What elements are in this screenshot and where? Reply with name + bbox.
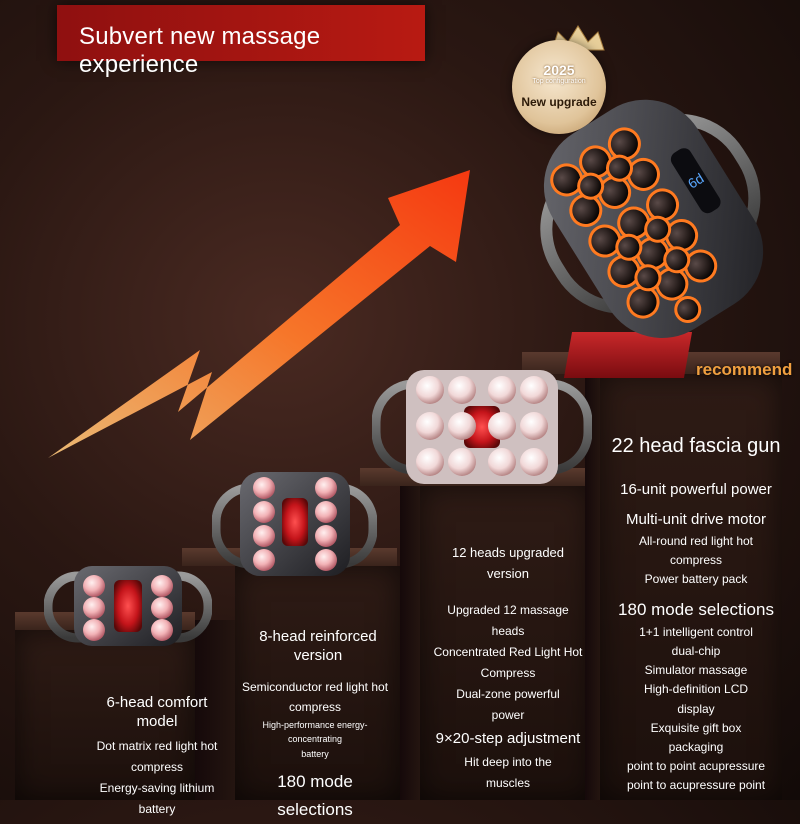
tier3-feature: Upgraded 12 massage: [447, 603, 569, 617]
tier3-title-line2: version: [487, 566, 529, 582]
badge-year: 2025: [543, 62, 575, 78]
pedestal-1-side: [195, 620, 235, 800]
tier2-title-line1: 8-head reinforced: [259, 628, 377, 645]
tier3-title-line1: 12 heads upgraded: [451, 545, 565, 560]
headline-banner: Subvert new massage experience: [57, 5, 425, 78]
tier2-title-line2: version: [293, 646, 343, 664]
tier1-title-line2: model: [136, 712, 178, 730]
twenty-two-head-massager: 6d: [540, 99, 764, 338]
eight-head-massager: [212, 472, 377, 576]
tier1-features: Dot matrix red light hot compress Energy…: [82, 736, 232, 820]
tier4-feature: 1+1 intelligent control: [639, 624, 753, 639]
tier2-feature: Semiconductor red light hot: [241, 680, 389, 694]
upgrade-badge: 2025 Top configuration New upgrade: [512, 40, 606, 134]
tier1-feature: Dot matrix red light hot: [96, 739, 218, 753]
tier3-feature: Compress: [480, 666, 536, 680]
six-head-massager: [44, 566, 212, 646]
tier3-feature: muscles: [485, 776, 530, 791]
tier2-feature: compress: [288, 699, 341, 714]
tier1-feature: compress: [130, 760, 183, 774]
tier3-feature: Hit deep into the: [464, 755, 552, 770]
tier4-feature: Multi-unit drive motor: [625, 511, 767, 528]
tier4-feature: High-definition LCD: [643, 682, 749, 697]
tier3-title: 12 heads upgraded version: [428, 542, 588, 585]
tier4-feature: 180 mode selections: [618, 599, 774, 619]
tier4-title: 22 head fascia gun: [611, 435, 781, 457]
tier3-feature: power: [491, 708, 525, 722]
pedestal-1: [15, 630, 195, 800]
twelve-head-massager: [372, 370, 592, 484]
tier2-feature: High-performance energy-concentrating: [262, 719, 368, 745]
tier4-feature: point to point acupressure: [626, 759, 766, 774]
tier4-feature: dual-chip: [671, 643, 721, 658]
tier2-features: Semiconductor red light hot compress Hig…: [240, 678, 390, 824]
pedestal-4: [600, 374, 782, 800]
rising-arrow-icon: [48, 170, 470, 458]
tier4-feature: Exquisite gift box: [650, 720, 742, 735]
device-display-readout: 6d: [685, 170, 707, 192]
tier1-title: 6-head comfort model: [82, 694, 232, 732]
tier4-feature: display: [677, 701, 715, 716]
tier4-feature: All-round red light hot: [638, 534, 754, 548]
tier3-feature: heads: [491, 624, 525, 638]
tier3-features: Upgraded 12 massage heads Concentrated R…: [428, 600, 588, 794]
pedestal-3: [420, 486, 590, 800]
tier4-features: 16-unit powerful power Multi-unit drive …: [606, 478, 786, 795]
tier4-feature: Simulator massage: [644, 663, 748, 678]
tier4-feature: Power battery pack: [644, 572, 748, 587]
tier2-feature: battery: [301, 749, 329, 760]
tier4-feature: compress: [669, 553, 722, 568]
pedestal-2: [235, 566, 400, 800]
headline-text: Subvert new massage experience: [79, 23, 321, 78]
tier4-feature: 16-unit powerful power: [620, 481, 772, 498]
recommend-label: recommend: [696, 360, 793, 379]
tier3-feature: 9×20-step adjustment: [435, 730, 581, 747]
badge-upgrade: New upgrade: [521, 95, 597, 109]
tier4-feature: packaging: [668, 739, 724, 754]
badge-config: Top configuration: [532, 78, 586, 85]
tier1-feature: Energy-saving lithium: [99, 781, 215, 795]
pedestal-3-side: [400, 486, 420, 800]
pedestal-4-side: [585, 374, 600, 800]
tier4-feature: point to acupressure point: [626, 778, 766, 793]
tier3-feature: Dual-zone powerful: [456, 687, 560, 701]
tier1-feature: battery: [138, 802, 176, 816]
tier3-feature: Concentrated Red Light Hot: [433, 645, 583, 659]
tier2-feature: 180 mode selections: [277, 772, 353, 820]
tier2-title: 8-head reinforced version: [248, 628, 388, 666]
tier1-title-line1: 6-head comfort: [106, 694, 208, 711]
